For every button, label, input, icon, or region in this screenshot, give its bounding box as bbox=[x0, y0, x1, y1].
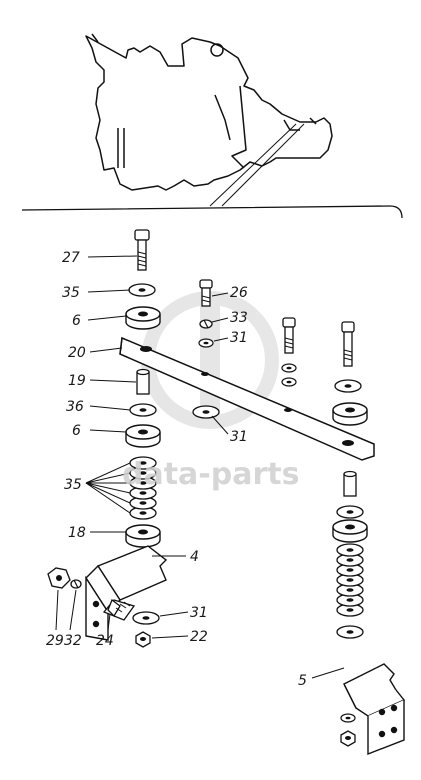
cushion-6-top bbox=[125, 306, 161, 330]
label-32: 32 bbox=[64, 633, 82, 649]
plate-20 bbox=[119, 336, 375, 461]
nut-29 bbox=[47, 567, 71, 589]
label-35-top: 35 bbox=[62, 285, 80, 301]
washer-middle-right-1 bbox=[281, 363, 297, 373]
bracket-5 bbox=[343, 663, 406, 756]
washer-36 bbox=[129, 403, 157, 417]
watermark-text: data-parts bbox=[122, 457, 299, 492]
bracket-4 bbox=[85, 545, 168, 641]
label-24: 24 bbox=[96, 633, 114, 649]
spacer-right bbox=[343, 470, 357, 497]
label-5: 5 bbox=[298, 673, 307, 689]
washer-right-36 bbox=[336, 505, 364, 519]
label-6-bottom: 6 bbox=[72, 423, 81, 439]
label-33: 33 bbox=[230, 310, 248, 326]
cushion-right-bottom bbox=[332, 519, 368, 543]
bolt-middle-right bbox=[282, 317, 296, 354]
label-29: 29 bbox=[46, 633, 64, 649]
engine-silhouette bbox=[85, 33, 333, 191]
washer-31-upper bbox=[198, 338, 214, 348]
washer-31-left bbox=[132, 611, 160, 625]
bolt-27 bbox=[134, 229, 150, 271]
cushion-6-bottom bbox=[125, 424, 161, 448]
washer-right-top bbox=[334, 379, 362, 393]
label-22: 22 bbox=[190, 629, 208, 645]
washer-31-lower bbox=[192, 405, 220, 419]
label-27: 27 bbox=[62, 250, 80, 266]
washer-right-lower bbox=[336, 625, 364, 639]
bolt-26 bbox=[199, 279, 213, 307]
cushion-18 bbox=[125, 524, 161, 548]
label-31-upper: 31 bbox=[230, 330, 248, 346]
bolt-24 bbox=[102, 598, 136, 621]
label-31-left: 31 bbox=[190, 605, 208, 621]
label-35-stack: 35 bbox=[64, 477, 82, 493]
cushion-right-top bbox=[332, 402, 368, 426]
label-6-top: 6 bbox=[72, 313, 81, 329]
label-4: 4 bbox=[190, 549, 199, 565]
lock-washer-33 bbox=[199, 319, 213, 329]
label-18: 18 bbox=[68, 525, 86, 541]
lock-washer-32 bbox=[70, 579, 82, 589]
washer-stack-right bbox=[336, 543, 364, 617]
washer-middle-right-2 bbox=[281, 377, 297, 387]
label-31-lower: 31 bbox=[230, 429, 248, 445]
bolt-right bbox=[341, 321, 355, 367]
separator-line bbox=[21, 205, 403, 219]
spacer-19 bbox=[136, 368, 150, 395]
nut-bracket-5 bbox=[340, 730, 356, 747]
label-20: 20 bbox=[68, 345, 86, 361]
nut-22 bbox=[135, 631, 151, 648]
washer-bracket-5 bbox=[340, 713, 356, 723]
label-19: 19 bbox=[68, 373, 86, 389]
label-36: 36 bbox=[66, 399, 84, 415]
label-26: 26 bbox=[230, 285, 248, 301]
washer-35-top bbox=[128, 283, 156, 297]
leader-lines bbox=[55, 255, 345, 679]
